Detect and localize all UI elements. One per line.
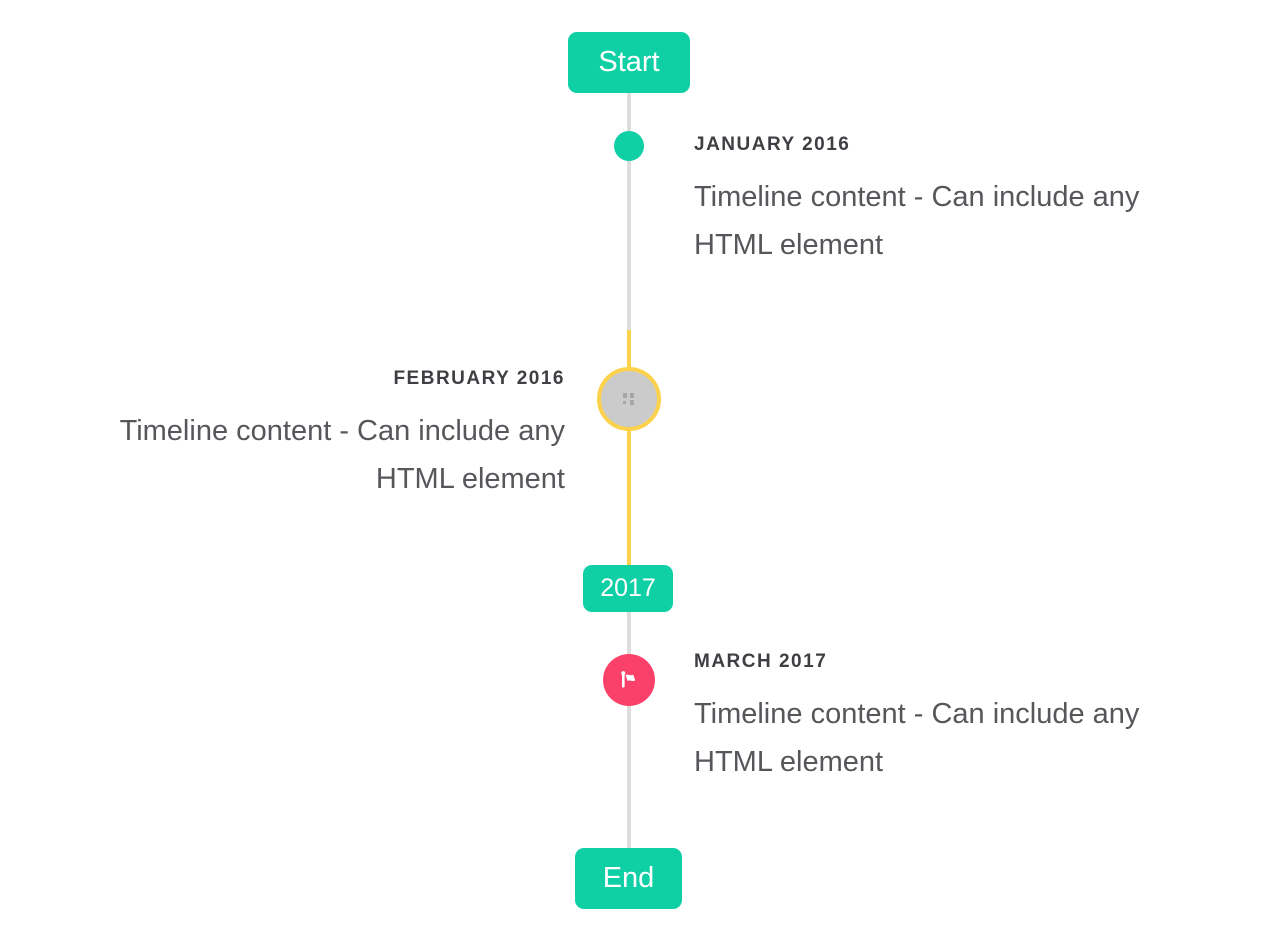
entry-title-january: JANUARY 2016 bbox=[694, 134, 851, 155]
timeline-line-segment-bottom bbox=[627, 612, 631, 848]
entry-content-january: Timeline content - Can include any HTML … bbox=[694, 181, 1140, 261]
entry-content-february: Timeline content - Can include any HTML … bbox=[119, 415, 565, 495]
timeline-entry-march: MARCH 2017 Timeline content - Can includ… bbox=[694, 652, 1218, 786]
flag-icon bbox=[621, 671, 636, 688]
entry-title-march: MARCH 2017 bbox=[694, 651, 828, 672]
broken-image-icon bbox=[623, 393, 634, 405]
timeline-line-segment-top bbox=[627, 93, 631, 330]
march-marker-flag[interactable] bbox=[603, 654, 655, 706]
end-badge[interactable]: End bbox=[575, 848, 682, 909]
timeline-entry-january: JANUARY 2016 Timeline content - Can incl… bbox=[694, 135, 1218, 269]
timeline-entry-february: FEBRUARY 2016 Timeline content - Can inc… bbox=[41, 369, 565, 503]
year-2017-badge[interactable]: 2017 bbox=[583, 565, 673, 612]
february-marker-image-placeholder bbox=[597, 367, 661, 431]
january-marker-dot bbox=[614, 131, 644, 161]
start-badge[interactable]: Start bbox=[568, 32, 690, 93]
entry-content-march: Timeline content - Can include any HTML … bbox=[694, 698, 1140, 778]
entry-title-february: FEBRUARY 2016 bbox=[393, 368, 565, 389]
timeline-line-highlight-segment bbox=[627, 330, 631, 567]
